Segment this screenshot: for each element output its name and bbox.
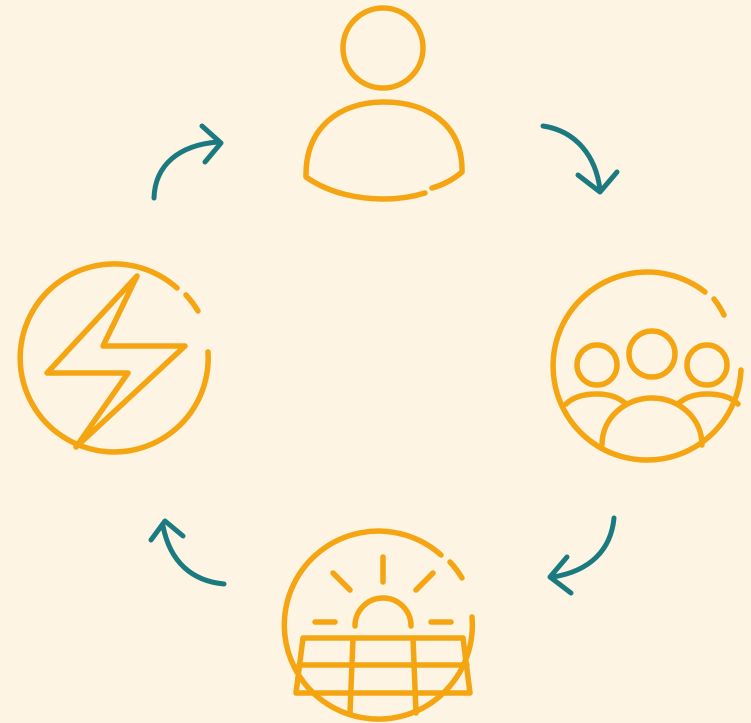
solar-panel-icon [281,528,476,722]
curved-arrow-icon [151,123,224,201]
curved-arrow-icon [148,518,227,587]
curved-arrow-icon [547,515,617,596]
person-icon [303,5,465,202]
group-of-people-icon [550,269,744,463]
curved-arrow-icon [540,123,620,195]
lightning-bolt-icon [17,261,211,455]
